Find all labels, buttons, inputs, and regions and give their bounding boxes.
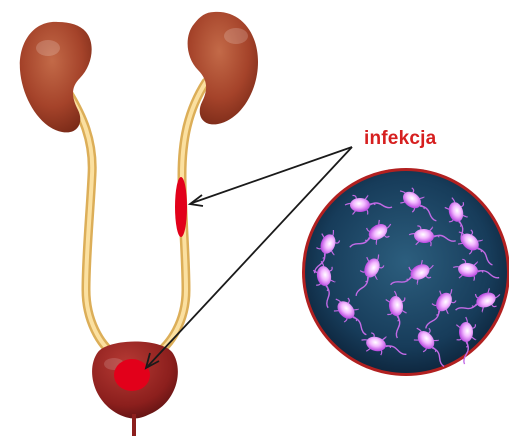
infection-label: infekcja — [364, 128, 436, 150]
kidney-right-icon — [188, 12, 258, 125]
microscope-view — [302, 168, 509, 376]
infection-spot-bladder — [114, 359, 150, 391]
infection-spot-ureter — [175, 177, 187, 237]
